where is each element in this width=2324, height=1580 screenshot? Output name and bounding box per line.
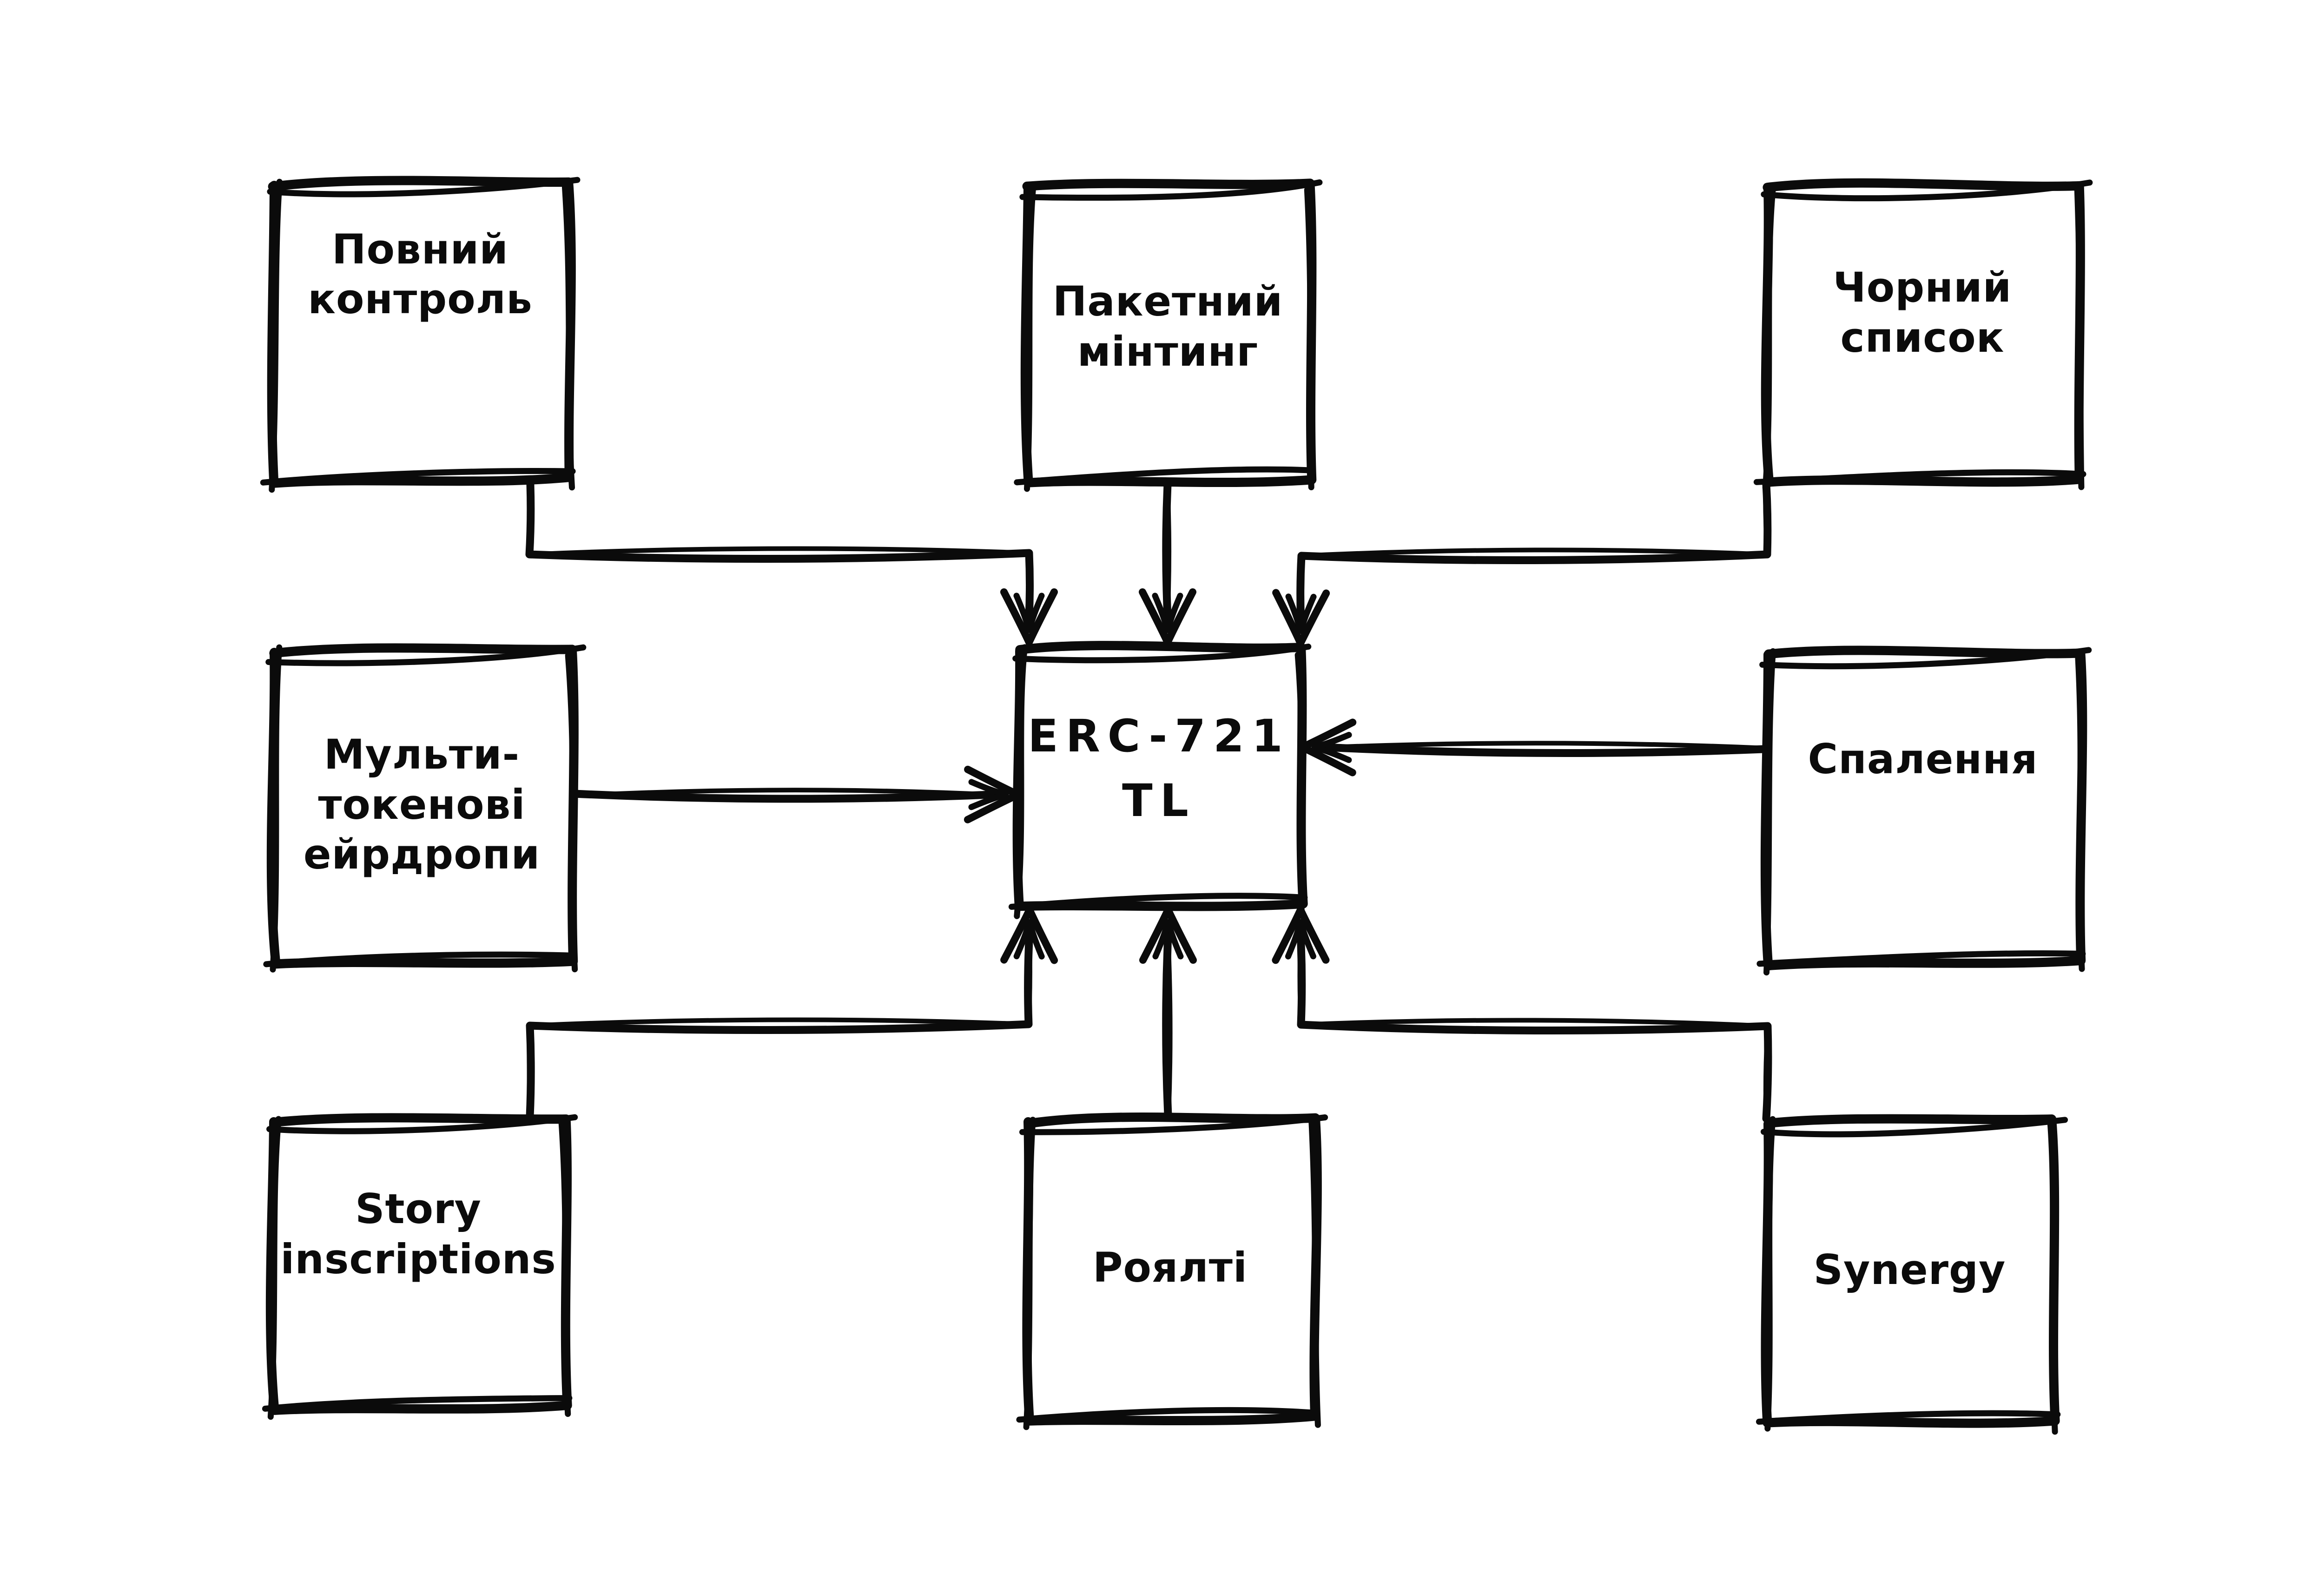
node-box-story-inscriptions	[262, 1113, 578, 1420]
arrowhead-inner	[1152, 919, 1184, 960]
node-box-outline	[1020, 178, 1317, 487]
node-box-overdraw	[1014, 179, 1323, 492]
node-box-overdraw	[260, 177, 581, 493]
arrowhead	[1272, 589, 1330, 647]
arrowhead-inner	[968, 779, 1009, 810]
connector-synergy-to-erc-721-tl	[1272, 906, 1772, 1123]
connector-burning-to-erc-721-tl	[1299, 718, 1769, 777]
connector-story-inscriptions-to-erc-721-tl	[526, 906, 1058, 1120]
node-box-outline	[265, 1113, 572, 1415]
connector-overdraw	[527, 484, 1031, 619]
connector-line	[526, 931, 1034, 1120]
node-box-outline	[1012, 641, 1308, 911]
arrowhead-inner	[1013, 919, 1045, 960]
connector-overdraw	[1326, 741, 1769, 751]
node-box-multi-token-airdrops	[263, 643, 587, 973]
arrowhead-inner	[1285, 919, 1316, 960]
node-box-full-control	[260, 176, 581, 493]
node-box-overdraw	[1008, 644, 1312, 919]
node-box-synergy	[1756, 1114, 2068, 1435]
node-box-outline	[1022, 1113, 1322, 1426]
connector-overdraw	[570, 788, 995, 798]
connector-overdraw	[1297, 933, 1770, 1120]
arrowhead	[1000, 588, 1058, 646]
arrowhead	[1299, 718, 1357, 777]
arrowhead	[1139, 588, 1196, 646]
node-box-burning	[1756, 645, 2092, 976]
node-box-overdraw	[1016, 1114, 1328, 1430]
connector-line	[570, 790, 997, 803]
connector-batch-minting-to-erc-721-tl	[1139, 480, 1196, 646]
node-box-erc-721-tl	[1008, 641, 1312, 919]
arrowhead-inner	[1285, 593, 1317, 634]
node-box-outline	[1760, 645, 2087, 971]
arrowhead	[1139, 906, 1197, 964]
node-box-overdraw	[262, 1114, 578, 1420]
connector-overdraw	[1298, 482, 1769, 620]
node-box-overdraw	[263, 644, 587, 973]
node-box-outline	[267, 176, 576, 488]
node-box-outline	[1761, 1114, 2060, 1428]
arrowhead	[1000, 906, 1058, 964]
node-box-outline	[1761, 178, 2085, 487]
node-box-batch-minting	[1014, 178, 1323, 492]
node-box-blacklist	[1753, 178, 2093, 491]
connector-royalties-to-erc-721-tl	[1139, 906, 1197, 1119]
connector-overdraw	[1166, 933, 1173, 1116]
arrowhead-inner	[1152, 592, 1183, 633]
arrowhead-inner	[1311, 731, 1352, 763]
connector-full-control-to-erc-721-tl	[525, 481, 1058, 646]
node-box-royalties	[1016, 1113, 1328, 1430]
arrowhead	[964, 765, 1022, 823]
connector-overdraw	[527, 933, 1032, 1119]
connector-blacklist-to-erc-721-tl	[1272, 480, 1772, 647]
connector-line	[1296, 931, 1772, 1123]
arrowhead	[1272, 906, 1330, 964]
node-box-overdraw	[1756, 1116, 2068, 1435]
node-box-overdraw	[1753, 179, 2093, 491]
connector-line	[1324, 743, 1768, 757]
node-box-overdraw	[1756, 647, 2092, 976]
connector-overdraw	[1165, 481, 1172, 619]
arrowhead-inner	[1013, 592, 1045, 633]
node-box-outline	[266, 643, 579, 969]
connector-multi-token-airdrops-to-erc-721-tl	[570, 765, 1022, 823]
